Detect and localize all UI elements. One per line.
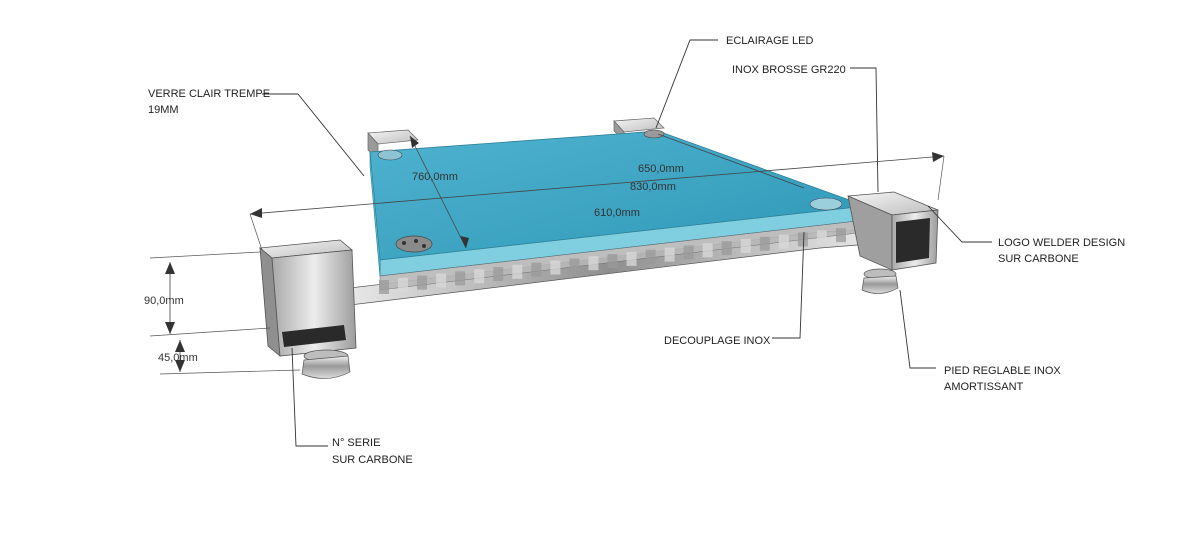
- dimension-values: 760,0mm 650,0mm 830,0mm 610,0mm 90,0mm 4…: [144, 163, 684, 364]
- led-segment: [702, 243, 713, 258]
- led-segment: [474, 269, 485, 284]
- fixing-discs: [377, 129, 843, 253]
- led-segment: [778, 234, 789, 249]
- front-right-leg: [847, 191, 939, 294]
- led-segment: [455, 271, 466, 286]
- label-pied-line1: PIED REGLABLE INOX: [944, 365, 1061, 377]
- label-decouplage: DECOUPLAGE INOX: [664, 335, 771, 347]
- led-segment: [398, 277, 409, 292]
- led-segment: [417, 275, 428, 290]
- led-segment: [379, 280, 389, 294]
- led-segment: [436, 273, 447, 288]
- label-serie-line1: N° SERIE: [332, 437, 380, 449]
- led-segment: [550, 260, 561, 275]
- led-segment: [721, 241, 732, 256]
- label-verre-line1: VERRE CLAIR TREMPE: [148, 88, 270, 100]
- led-segment: [683, 245, 694, 260]
- dimension-lines: [149, 133, 945, 375]
- led-segment: [740, 238, 751, 253]
- led-segment: [588, 256, 599, 271]
- led-segment: [759, 236, 770, 251]
- dim-width-total: 830,0mm: [630, 181, 676, 193]
- label-verre-line2: 19MM: [148, 104, 179, 116]
- front-left-leg: [259, 239, 357, 379]
- disc-front-left: [395, 235, 433, 253]
- dim-width-glass: 650,0mm: [638, 163, 684, 175]
- led-segment: [607, 254, 618, 269]
- led-segment: [816, 230, 827, 245]
- serial-carbon-plate: [282, 325, 346, 347]
- led-segment: [626, 251, 637, 266]
- led-segment: [797, 232, 808, 247]
- dim-height: 90,0mm: [144, 295, 184, 307]
- led-segment: [664, 247, 675, 262]
- label-logo-line2: SUR CARBONE: [998, 253, 1079, 265]
- disc-rear-right: [643, 129, 665, 139]
- dim-foot: 45,0mm: [158, 352, 198, 364]
- led-segment: [569, 258, 580, 273]
- label-pied-line2: AMORTISSANT: [944, 381, 1024, 393]
- label-inox-brosse: INOX BROSSE GR220: [732, 64, 846, 76]
- led-segment: [493, 267, 504, 282]
- logo-carbon-plate: [896, 218, 930, 263]
- led-segment: [645, 249, 656, 264]
- callout-labels: VERRE CLAIR TREMPE 19MM ECLAIRAGE LED IN…: [148, 35, 1125, 466]
- label-serie-line2: SUR CARBONE: [332, 454, 413, 466]
- dim-depth: 760,0mm: [412, 171, 458, 183]
- label-eclairage: ECLAIRAGE LED: [726, 35, 813, 47]
- dim-width-inner: 610,0mm: [594, 207, 640, 219]
- disc-rear-left: [377, 149, 403, 161]
- led-segments: [379, 226, 865, 294]
- label-logo-line1: LOGO WELDER DESIGN: [998, 237, 1125, 249]
- led-segment: [835, 228, 846, 243]
- disc-front-right: [809, 197, 843, 211]
- led-segment: [512, 264, 523, 279]
- leader-lines: [262, 39, 992, 447]
- led-segment: [531, 262, 542, 277]
